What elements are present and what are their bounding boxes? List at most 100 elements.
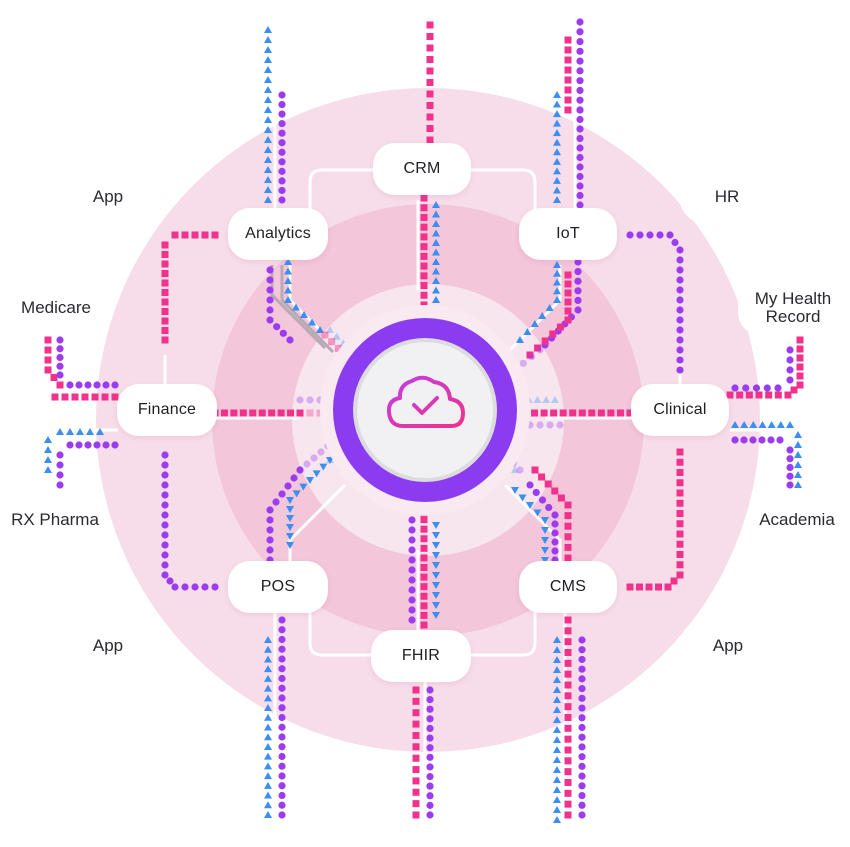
flow-marker [523, 328, 532, 335]
flow-marker [767, 436, 775, 444]
flow-marker [420, 262, 428, 270]
flow-marker [626, 409, 634, 417]
flow-marker [56, 428, 64, 435]
flow-marker [553, 157, 561, 165]
flow-marker [161, 531, 169, 539]
flow-marker [296, 466, 304, 474]
flow-marker [161, 279, 169, 287]
node-pos[interactable]: POS [228, 561, 328, 613]
flow-marker [553, 706, 561, 713]
flow-marker [264, 742, 272, 750]
outer-rx-pharma[interactable]: RX Pharma [2, 494, 108, 546]
flow-marker [553, 261, 561, 268]
flow-marker [284, 277, 292, 284]
flow-marker [278, 110, 286, 118]
flow-marker [264, 762, 272, 770]
outer-academia[interactable]: Academia [748, 494, 846, 546]
outer-medicare[interactable]: Medicare [4, 282, 108, 334]
flow-marker [111, 393, 119, 401]
flow-marker [578, 782, 586, 790]
flow-marker [786, 455, 794, 463]
flow-marker [93, 441, 101, 449]
node-cms[interactable]: CMS [519, 561, 617, 613]
flow-marker [44, 356, 52, 364]
flow-marker [676, 571, 684, 579]
flow-marker [676, 458, 684, 466]
node-crm[interactable]: CRM [373, 143, 471, 195]
flow-marker [564, 76, 572, 84]
flow-marker [264, 772, 272, 780]
flow-marker [161, 260, 169, 268]
flow-marker [101, 393, 109, 401]
outer-hr[interactable]: HR [680, 171, 774, 223]
flow-marker [420, 573, 428, 581]
node-finance[interactable]: Finance [117, 384, 217, 436]
flow-marker [266, 316, 274, 324]
flow-marker [553, 786, 561, 793]
flow-marker [676, 346, 684, 354]
flow-marker [84, 381, 92, 389]
flow-marker [553, 138, 561, 146]
flow-marker [676, 356, 684, 364]
flow-marker [646, 231, 654, 239]
flow-marker [553, 269, 561, 277]
flow-marker [408, 546, 416, 554]
flow-marker [511, 466, 519, 473]
flow-marker [564, 66, 572, 74]
node-fhir[interactable]: FHIR [371, 630, 471, 682]
flow-marker [408, 536, 416, 544]
flow-marker [636, 231, 644, 239]
flow-marker [794, 481, 802, 488]
flow-marker [312, 470, 321, 478]
flow-marker [319, 463, 328, 471]
flow-marker [426, 763, 434, 771]
flow-marker [278, 616, 286, 624]
flow-marker [51, 393, 59, 401]
flow-marker [432, 277, 440, 284]
flow-marker [551, 520, 559, 528]
outer-app-top-left[interactable]: App [60, 171, 156, 223]
flow-marker [420, 194, 428, 202]
flow-marker [574, 306, 582, 314]
flow-marker [96, 428, 104, 435]
outer-app-bottom-right[interactable]: App [680, 620, 776, 672]
flow-marker [408, 586, 416, 594]
flow-marker [412, 777, 420, 785]
node-clinical[interactable]: Clinical [631, 384, 729, 436]
flow-marker [556, 323, 564, 331]
flow-marker [264, 733, 272, 741]
outer-app-bottom-left[interactable]: App [60, 620, 156, 672]
flow-marker [786, 346, 794, 354]
flow-marker [272, 498, 280, 506]
flow-marker [516, 466, 524, 474]
flow-marker [266, 516, 274, 524]
flow-marker [278, 811, 286, 819]
flow-marker [765, 391, 773, 399]
flow-marker [553, 726, 561, 733]
flow-marker [578, 694, 586, 702]
flow-marker [676, 489, 684, 497]
flow-marker [755, 391, 763, 399]
flow-marker [564, 670, 572, 678]
flow-marker [220, 409, 228, 417]
flow-marker [161, 336, 169, 344]
flow-marker [426, 782, 434, 790]
flow-marker [420, 564, 428, 571]
flow-marker [538, 312, 547, 319]
flow-marker [56, 362, 64, 370]
flow-marker [578, 811, 586, 819]
flow-marker [626, 231, 634, 239]
node-analytics[interactable]: Analytics [228, 208, 328, 260]
flow-marker [541, 557, 549, 564]
flow-marker [776, 421, 785, 428]
flow-marker [264, 176, 272, 183]
flow-marker [264, 126, 272, 133]
flow-marker [578, 665, 586, 673]
node-iot[interactable]: IoT [519, 208, 617, 260]
flow-marker [786, 472, 794, 480]
flow-marker [264, 196, 272, 203]
outer-my-health-record[interactable]: My Health Record [738, 280, 848, 336]
flow-marker [264, 665, 272, 673]
flow-marker [676, 326, 684, 334]
flow-marker [230, 409, 238, 417]
